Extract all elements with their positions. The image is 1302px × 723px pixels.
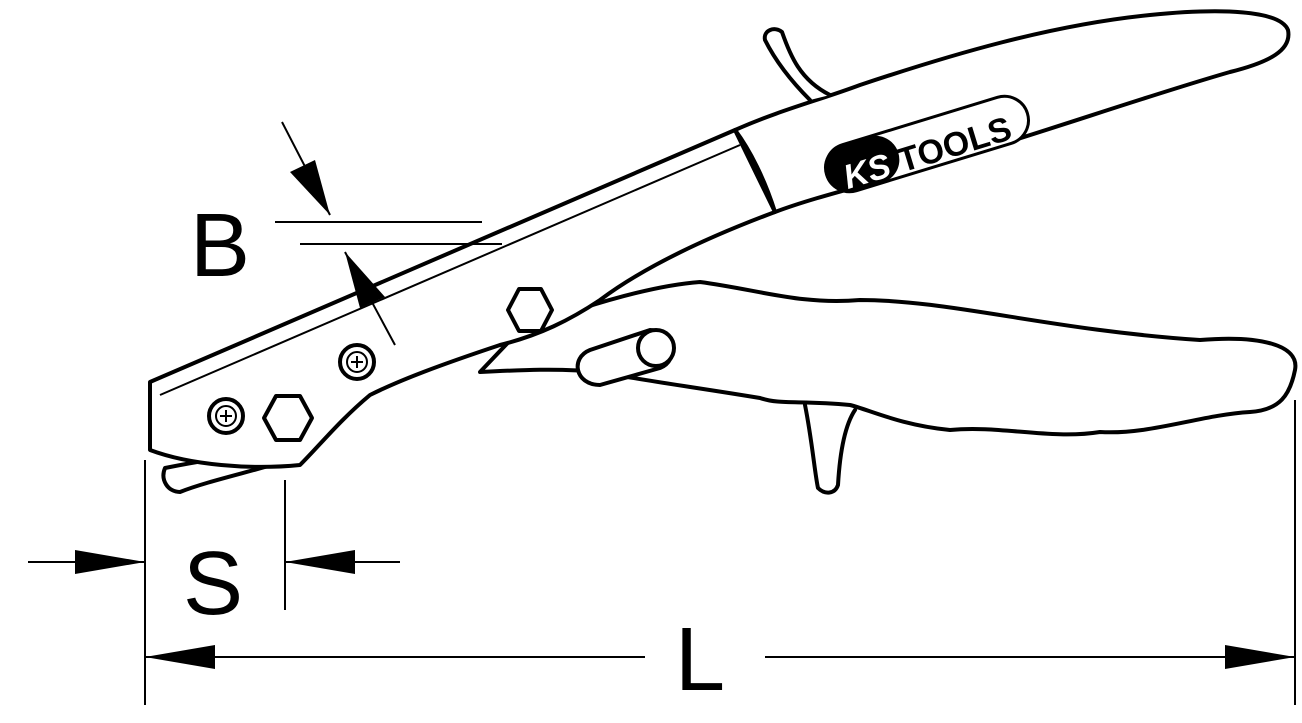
lower-handle	[478, 280, 1298, 437]
screw-front	[207, 397, 245, 435]
ks-tools-logo: KS TOOLS	[824, 94, 1030, 197]
upper-finger-hook	[762, 27, 832, 102]
dimension-b	[275, 121, 502, 346]
roller-pin	[575, 328, 676, 387]
upper-arm-edge	[159, 144, 741, 396]
hex-nut-front	[262, 394, 314, 442]
screw-middle	[338, 343, 376, 381]
dimension-s	[28, 460, 400, 705]
label-s: S	[183, 534, 243, 634]
upper-arm	[148, 128, 777, 469]
hex-nut-pivot	[506, 287, 554, 333]
dimension-l	[145, 400, 1296, 705]
label-l: L	[675, 610, 725, 710]
label-b: B	[190, 196, 250, 296]
lower-finger-hook	[803, 403, 857, 495]
